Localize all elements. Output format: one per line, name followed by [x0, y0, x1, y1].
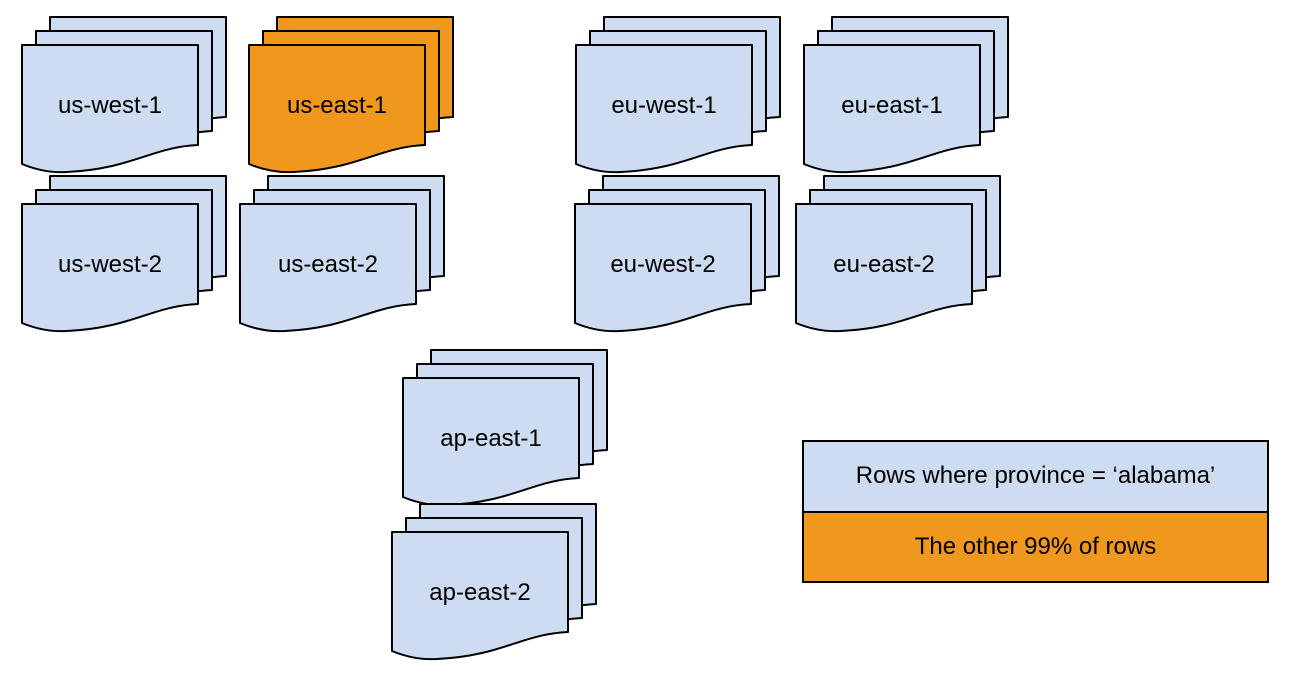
legend: Rows where province = ‘alabama’ The othe…	[802, 440, 1269, 583]
document-shape-front	[575, 44, 753, 174]
region-label: us-west-1	[58, 92, 162, 119]
region-stack-ap-east-1: ap-east-1	[401, 348, 611, 510]
legend-item-alabama-rows: Rows where province = ‘alabama’	[804, 442, 1267, 513]
document-shape-front	[574, 203, 752, 333]
document-shape-front	[239, 203, 417, 333]
region-stack-ap-east-2: ap-east-2	[390, 502, 600, 664]
region-label: eu-west-1	[611, 92, 716, 119]
document-shape-front	[402, 377, 580, 507]
document-shape-front	[21, 203, 199, 333]
region-label: ap-east-2	[429, 579, 530, 606]
document-stack-icon: eu-west-1	[575, 16, 781, 174]
region-stack-us-west-1: us-west-1	[20, 15, 230, 177]
region-stack-us-east-2: us-east-2	[238, 174, 448, 336]
region-stack-eu-east-1: eu-east-1	[802, 15, 1012, 177]
document-stack-icon: ap-east-1	[402, 349, 608, 507]
document-stack-icon: eu-east-2	[795, 175, 1001, 333]
document-stack-icon: eu-east-1	[803, 16, 1009, 174]
legend-item-other-rows: The other 99% of rows	[804, 512, 1267, 581]
region-stack-us-west-2: us-west-2	[20, 174, 230, 336]
region-stack-eu-west-2: eu-west-2	[573, 174, 783, 336]
document-shape-front	[803, 44, 981, 174]
document-shape-front	[391, 531, 569, 661]
legend-item-label: The other 99% of rows	[914, 532, 1157, 560]
region-stack-eu-west-1: eu-west-1	[574, 15, 784, 177]
document-stack-icon: ap-east-2	[391, 503, 597, 661]
document-shape-front	[795, 203, 973, 333]
document-stack-icon: eu-west-2	[574, 175, 780, 333]
region-label: us-east-1	[287, 92, 387, 119]
region-label: eu-west-2	[610, 251, 715, 278]
document-stack-icon: us-west-1	[21, 16, 227, 174]
document-stack-icon: us-east-1	[248, 16, 454, 174]
document-shape-front	[21, 44, 199, 174]
region-label: ap-east-1	[440, 425, 541, 452]
region-label: us-west-2	[58, 251, 162, 278]
region-label: eu-east-2	[833, 251, 934, 278]
region-label: us-east-2	[278, 251, 378, 278]
document-stack-icon: us-west-2	[21, 175, 227, 333]
region-label: eu-east-1	[841, 92, 942, 119]
region-stack-eu-east-2: eu-east-2	[794, 174, 1004, 336]
region-stack-us-east-1: us-east-1	[247, 15, 457, 177]
legend-item-label: Rows where province = ‘alabama’	[855, 462, 1216, 490]
document-stack-icon: us-east-2	[239, 175, 445, 333]
document-shape-front	[248, 44, 426, 174]
